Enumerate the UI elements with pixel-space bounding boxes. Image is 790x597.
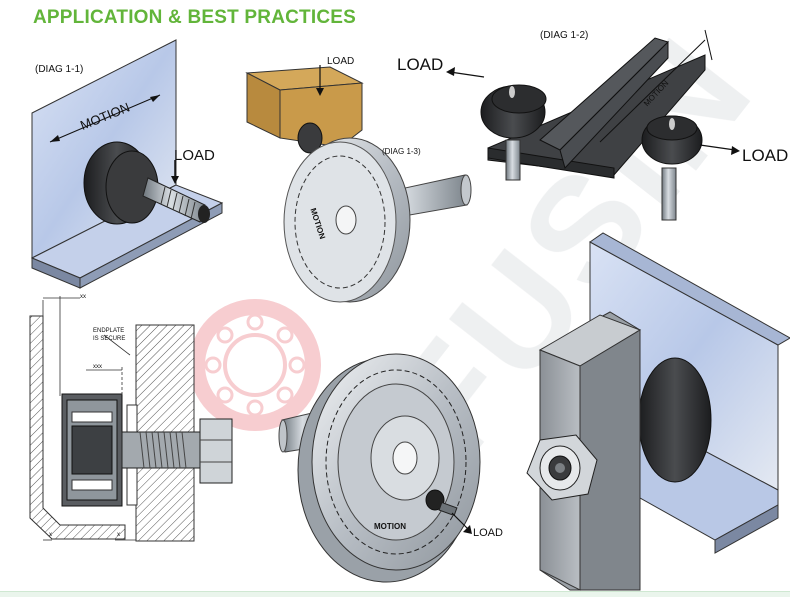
wheel-load-label: LOAD xyxy=(473,527,503,539)
diag-1-2-load-right-label: LOAD xyxy=(742,146,789,165)
diag-1-2-load-left-label: LOAD xyxy=(397,55,444,74)
wheel-diagram xyxy=(278,353,481,583)
diagram-1-2 xyxy=(446,29,740,221)
diag-1-2-tag: (DIAG 1-2) xyxy=(540,30,589,41)
diagram-1-1 xyxy=(30,39,224,289)
footer-divider xyxy=(0,591,790,597)
endplate-note-line2: IS SECURE xyxy=(93,336,126,342)
page-title: APPLICATION & BEST PRACTICES xyxy=(33,7,356,28)
section-diagram xyxy=(29,296,233,542)
diag-1-3-load-label: LOAD xyxy=(327,56,355,67)
endplate-note-line1: ENDPLATE xyxy=(93,328,125,334)
dim-mid-label: xxx xyxy=(93,364,102,370)
dim-bottom-right-label: x xyxy=(117,532,120,538)
diag-1-3-tag: (DIAG 1-3) xyxy=(382,147,421,156)
wheel-motion-label: MOTION xyxy=(374,522,406,531)
block-assembly xyxy=(526,232,790,591)
dim-top-label: xx xyxy=(80,294,86,300)
diag-1-1-tag: (DIAG 1-1) xyxy=(35,64,84,75)
diagram-1-3 xyxy=(245,65,472,303)
diag-1-1-load-label: LOAD xyxy=(174,147,215,164)
dim-bottom-left-label: x xyxy=(49,532,52,538)
